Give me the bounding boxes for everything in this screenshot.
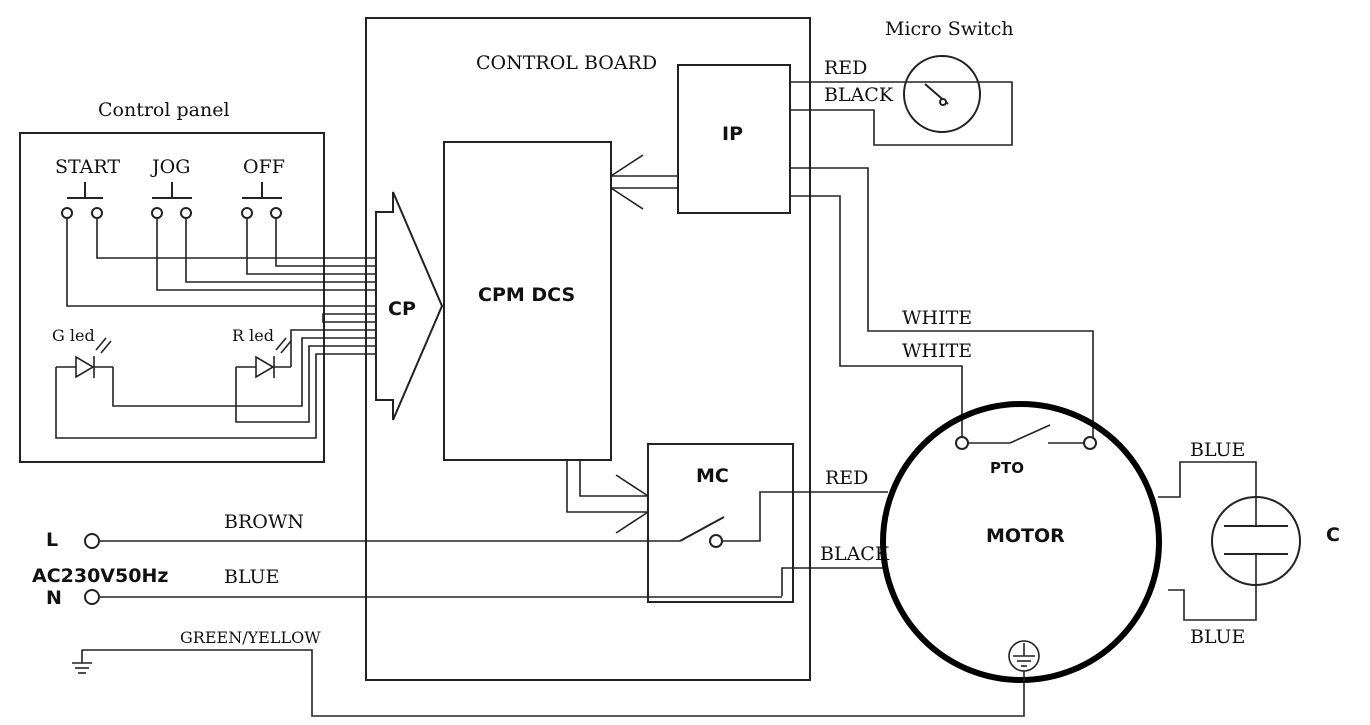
ip-to-pto-wiring: WHITE WHITE [790,167,1094,438]
mc-label: MC [696,465,729,487]
cpm-to-mc-arrow [566,460,649,534]
l-terminal-label: L [46,529,58,551]
off-button-symbol: OFF [241,156,285,219]
control-panel-outline [19,132,325,463]
g-led-label: G led [52,326,95,345]
brown-wire-label: BROWN [224,511,304,533]
motor-label: MOTOR [986,525,1065,547]
jog-button-symbol: JOG [150,156,192,219]
r-led-label: R led [232,326,274,345]
pto-label: PTO [990,459,1024,477]
ip-block [677,64,791,214]
ground-wiring: GREEN/YELLOW [72,628,1025,717]
cpm-dcs-block [443,141,612,461]
micro-switch-black-wire-label: BLACK [824,84,894,106]
control-panel-label: Control panel [98,99,230,121]
ground-wire-label: GREEN/YELLOW [180,628,321,647]
motor-ground-icon [1008,640,1040,672]
control-board-label: CONTROL BOARD [476,52,657,74]
cpm-dcs-label: CPM DCS [478,284,575,306]
capacitor-blue-top-label: BLUE [1190,439,1245,461]
start-label: START [55,156,120,178]
mc-contact [679,491,888,596]
motor-symbol: MOTOR PTO RED BLACK [820,401,1162,683]
control-board-outline [365,17,811,681]
micro-switch-red-wire-label: RED [824,57,867,79]
cp-connector: CP [375,191,444,421]
motor-red-wire-label: RED [825,467,868,489]
supply-voltage-label: AC230V50Hz [32,565,168,587]
capacitor-label: C [1326,524,1340,546]
n-terminal-label: N [46,587,62,609]
start-button-symbol: START [55,156,120,219]
white-wire-label-2: WHITE [902,340,972,362]
r-led-symbol: R led [232,326,292,379]
supply-terminals: L AC230V50Hz N BROWN BLUE [32,511,782,609]
cp-label: CP [388,298,416,320]
off-label: OFF [243,156,285,178]
ip-to-cpm-arrow [610,154,678,210]
mc-block [647,443,794,603]
jog-label: JOG [150,156,190,178]
micro-switch-symbol: Micro Switch RED BLACK [790,18,1014,146]
ip-label: IP [722,123,743,145]
blue-wire-label: BLUE [224,566,279,588]
capacitor-blue-bottom-label: BLUE [1190,626,1245,648]
button-wiring [66,218,376,307]
white-wire-label-1: WHITE [902,307,972,329]
capacitor-symbol: C BLUE BLUE [1158,439,1340,648]
led-wiring [55,313,376,439]
motor-black-wire-label: BLACK [820,543,890,565]
micro-switch-label: Micro Switch [885,18,1014,40]
g-led-symbol: G led [52,326,113,379]
